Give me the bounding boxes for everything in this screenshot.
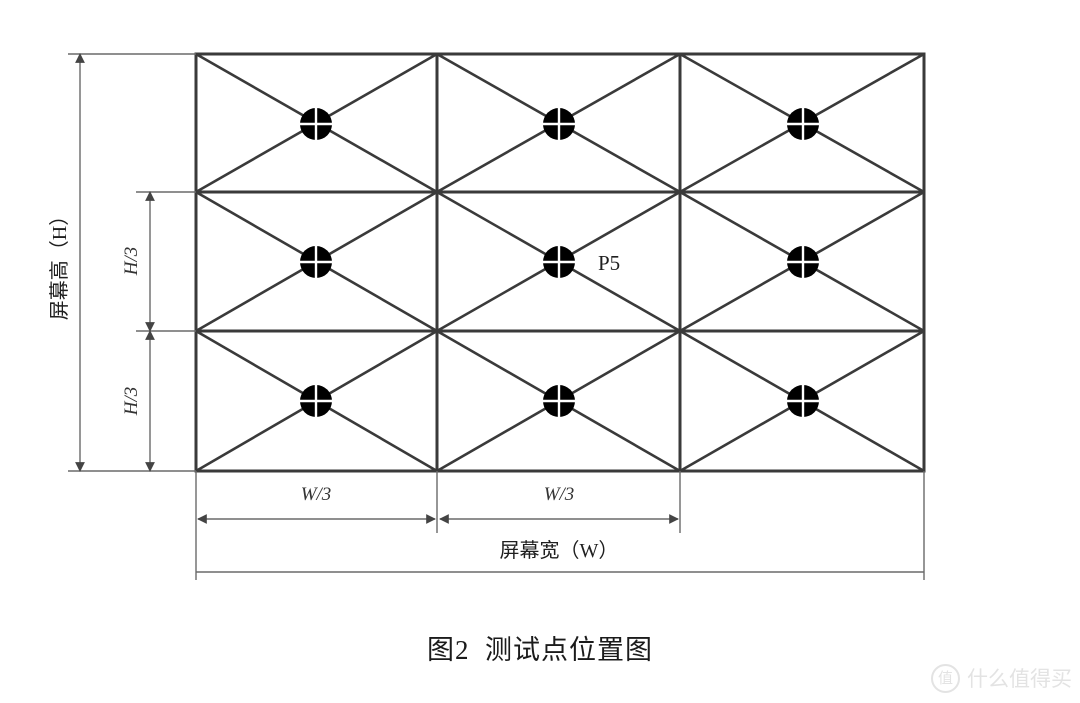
- test-point-p5-label: P5: [598, 251, 620, 275]
- screen-outline: [194, 52, 926, 473]
- screen-height-label: 屏幕高（H）: [48, 206, 71, 320]
- width-third-left-label: W/3: [301, 484, 332, 505]
- watermark: 值 什么值得买: [931, 663, 1072, 693]
- width-third-middle-label: W/3: [544, 484, 575, 505]
- test-point-p1: [300, 108, 332, 140]
- test-point-p5: [543, 246, 575, 278]
- height-third-lower-label: H/3: [121, 387, 142, 417]
- watermark-text: 什么值得买: [967, 668, 1072, 691]
- bottom-dimensions-group: [195, 471, 925, 580]
- test-point-p6: [787, 246, 819, 278]
- watermark-badge-icon: 值: [931, 663, 960, 693]
- test-points-group: [300, 108, 819, 417]
- test-point-p2: [543, 108, 575, 140]
- left-dimensions-group: [68, 53, 196, 472]
- screen-grid-group: [194, 52, 926, 473]
- screen-width-label: 屏幕宽（W）: [500, 539, 619, 562]
- figure-caption: 图2 测试点位置图: [427, 635, 653, 665]
- test-point-p7: [300, 385, 332, 417]
- test-point-p4: [300, 246, 332, 278]
- height-third-upper-label: H/3: [121, 247, 142, 277]
- test-point-p3: [787, 108, 819, 140]
- test-point-p9: [787, 385, 819, 417]
- test-point-p8: [543, 385, 575, 417]
